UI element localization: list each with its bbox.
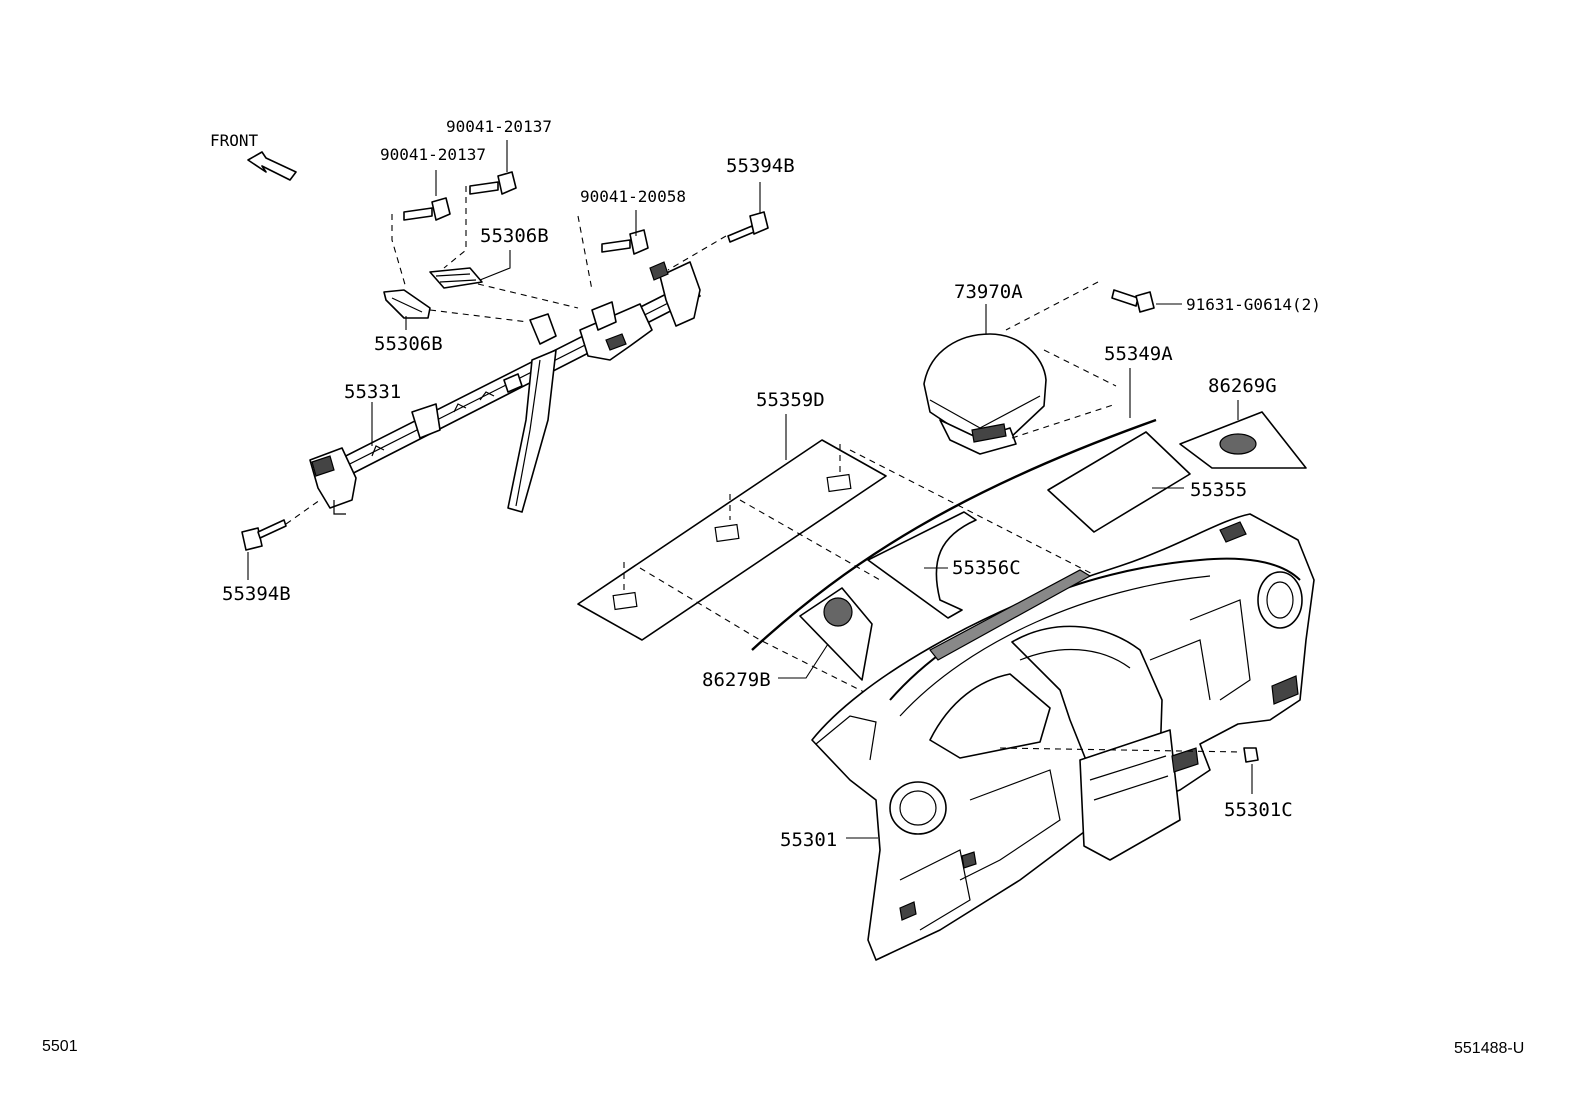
front-label: FRONT: [210, 131, 259, 150]
bolt-upper-right-icon: [469, 171, 517, 195]
clip-icon: [1243, 747, 1259, 763]
label-pad-right: 55355: [1190, 479, 1247, 501]
bolt-middle-icon: [601, 229, 649, 255]
footer-right-code: 551488-U: [1454, 1040, 1525, 1057]
defroster-seal-shape: [751, 418, 1157, 651]
footer-left-code: 5501: [42, 1038, 78, 1055]
airbag-shape: [923, 333, 1047, 455]
pad-right-shape: [1047, 431, 1191, 533]
pad-center-shape: [867, 511, 977, 619]
instrument-panel-shape: [811, 513, 1315, 961]
label-clip: 55301C: [1224, 799, 1293, 821]
label-speaker-grille-right: 86269G: [1208, 375, 1277, 397]
front-indicator: FRONT: [210, 131, 297, 181]
label-bolt-upper-right: 90041-20137: [446, 117, 552, 136]
silencer-sheet-shape: [577, 439, 887, 641]
label-airbag: 73970A: [954, 281, 1023, 303]
airbag-bolt-icon: [1111, 289, 1155, 313]
bolt-right-end-icon: [727, 211, 769, 243]
label-speaker-grille-left: 86279B: [702, 669, 771, 691]
label-bracket-right: 55306B: [480, 225, 549, 247]
label-pad-center: 55356C: [952, 557, 1021, 579]
bracket-left-shape: [383, 289, 431, 319]
label-defroster-seal: 55349A: [1104, 343, 1173, 365]
label-reinforcement: 55331: [344, 381, 401, 403]
label-bolt-middle: 90041-20058: [580, 187, 686, 206]
speaker-grille-left-shape: [799, 587, 873, 681]
label-silencer-sheet: 55359D: [756, 389, 825, 411]
speaker-grille-right-shape: [1179, 411, 1307, 469]
bolt-upper-left-icon: [403, 197, 451, 221]
label-bolt-upper-left: 90041-20137: [380, 145, 486, 164]
reinforcement-assembly: [309, 261, 701, 515]
front-arrow-icon: [247, 151, 297, 181]
label-bolt-right-end: 55394B: [726, 155, 795, 177]
bolt-left-end-icon: [241, 519, 287, 551]
label-bolt-left-end: 55394B: [222, 583, 291, 605]
label-panel: 55301: [780, 829, 837, 851]
bracket-right-shape: [429, 267, 483, 289]
label-bracket-left: 55306B: [374, 333, 443, 355]
label-airbag-bolt: 91631-G0614(2): [1186, 295, 1321, 314]
